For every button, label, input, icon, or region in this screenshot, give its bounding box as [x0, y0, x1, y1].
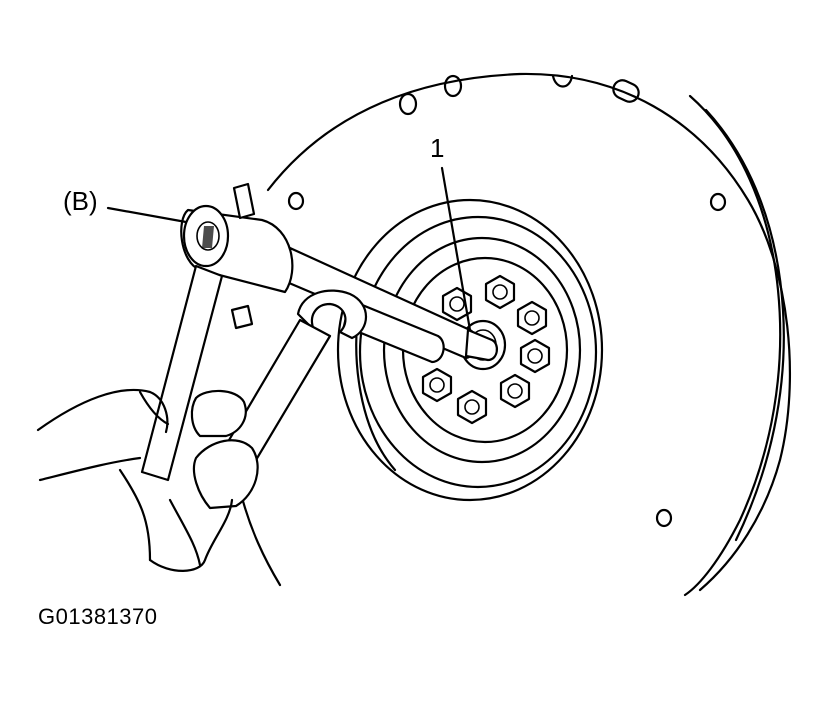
crankshaft-bolts	[421, 274, 551, 425]
flywheel-rim	[238, 72, 791, 597]
part-callout-label: 1	[430, 133, 445, 163]
hand	[36, 388, 259, 572]
support-bar	[140, 264, 224, 482]
tool-callout-label: (B)	[63, 186, 98, 216]
puller-shaft	[280, 246, 498, 364]
flywheel-holes	[287, 74, 727, 528]
hub-discs	[336, 198, 604, 502]
leader-lines	[106, 166, 472, 332]
figure-code: G01381370	[38, 604, 158, 629]
